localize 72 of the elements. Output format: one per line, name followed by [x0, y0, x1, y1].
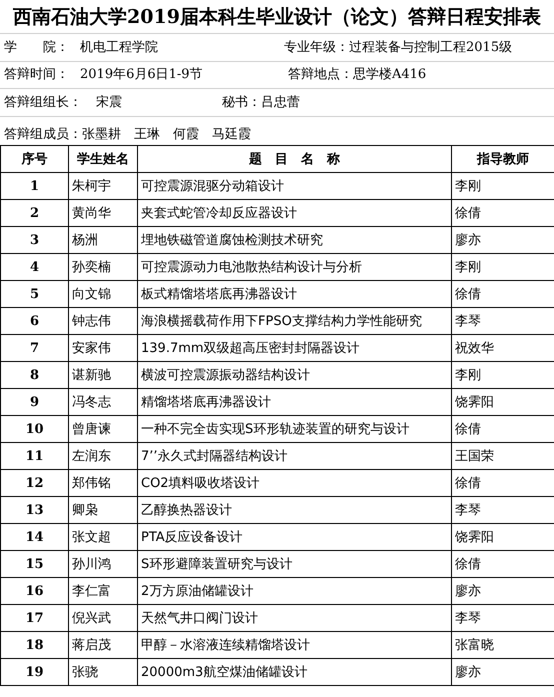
- student-name: 杨洲: [68, 226, 138, 254]
- column-header: 指导教师: [452, 146, 554, 172]
- table-title: 西南石油大学2019届本科生毕业设计（论文）答辩日程安排表: [12, 5, 542, 30]
- thesis-title: 2万方原油储罐设计: [138, 578, 452, 604]
- row-number: 2: [0, 200, 68, 226]
- field-label: 答辩时间：: [4, 67, 69, 83]
- student-name: 黄尚华: [68, 200, 138, 226]
- column-header: 序号: [0, 146, 68, 172]
- field-value: 宋震: [96, 95, 122, 111]
- row-number: 6: [0, 308, 68, 334]
- thesis-title: S环形避障装置研究与设计: [138, 550, 452, 578]
- row-number: 9: [0, 388, 68, 416]
- student-name: 郑伟铭: [68, 470, 138, 496]
- row-number: 16: [0, 578, 68, 604]
- student-name: 冯冬志: [68, 388, 138, 416]
- row-number: 12: [0, 470, 68, 496]
- student-name: 张文超: [68, 524, 138, 550]
- student-name: 蒋启茂: [68, 632, 138, 658]
- thesis-title: 精馏塔塔底再沸器设计: [138, 388, 452, 416]
- student-name: 安家伟: [68, 334, 138, 362]
- thesis-title: 7’’永久式封隔器结构设计: [138, 442, 452, 470]
- row-number: 11: [0, 442, 68, 470]
- row-number: 3: [0, 226, 68, 254]
- thesis-title: CO2填料吸收塔设计: [138, 470, 452, 496]
- column-header: 学生姓名: [68, 146, 138, 172]
- student-name: 谌新驰: [68, 362, 138, 388]
- field-value: 机电工程学院: [80, 40, 158, 56]
- row-number: 19: [0, 658, 68, 686]
- row-number: 10: [0, 416, 68, 442]
- thesis-title: 乙醇换热器设计: [138, 496, 452, 524]
- student-name: 向文锦: [68, 280, 138, 308]
- row-number: 17: [0, 604, 68, 632]
- student-name: 钟志伟: [68, 308, 138, 334]
- student-name: 卿枭: [68, 496, 138, 524]
- thesis-title: 板式精馏塔塔底再沸器设计: [138, 280, 452, 308]
- row-number: 1: [0, 172, 68, 200]
- field-label: 答辩组组长：: [4, 95, 82, 111]
- thesis-title: 可控震源动力电池散热结构设计与分析: [138, 254, 452, 280]
- row-number: 18: [0, 632, 68, 658]
- student-name: 孙奕楠: [68, 254, 138, 280]
- student-name: 李仁富: [68, 578, 138, 604]
- thesis-title: 横波可控震源振动器结构设计: [138, 362, 452, 388]
- row-number: 13: [0, 496, 68, 524]
- info-text: 专业年级：过程装备与控制工程2015级: [284, 40, 512, 56]
- info-text: 答辩地点：思学楼A416: [288, 67, 426, 83]
- row-number: 14: [0, 524, 68, 550]
- thesis-title: 可控震源混驱分动箱设计: [138, 172, 452, 200]
- student-name: 张骁: [68, 658, 138, 686]
- thesis-title: 天然气井口阀门设计: [138, 604, 452, 632]
- row-number: 7: [0, 334, 68, 362]
- thesis-title: 夹套式蛇管冷却反应器设计: [138, 200, 452, 226]
- thesis-title: 埋地铁磁管道腐蚀检测技术研究: [138, 226, 452, 254]
- row-number: 15: [0, 550, 68, 578]
- row-number: 4: [0, 254, 68, 280]
- column-header: 题 目 名 称: [138, 146, 452, 172]
- thesis-title: 一种不完全齿实现S环形轨迹装置的研究与设计: [138, 416, 452, 442]
- field-value: 2019年6月6日1-9节: [80, 67, 203, 83]
- info-text: 秘书：吕忠蕾: [222, 95, 300, 111]
- thesis-title: 甲醇－水溶液连续精馏塔设计: [138, 632, 452, 658]
- row-number: 8: [0, 362, 68, 388]
- thesis-title: PTA反应设备设计: [138, 524, 452, 550]
- student-name: 孙川鸿: [68, 550, 138, 578]
- student-name: 曾唐谏: [68, 416, 138, 442]
- thesis-title: 海浪横摇载荷作用下FPSO支撑结构力学性能研究: [138, 308, 452, 334]
- student-name: 左润东: [68, 442, 138, 470]
- student-name: 倪兴武: [68, 604, 138, 632]
- row-number: 5: [0, 280, 68, 308]
- info-text: 答辩组成员：张墨耕 王琳 何霞 马廷霞: [4, 127, 251, 143]
- field-label: 学 院：: [4, 40, 69, 56]
- thesis-title: 20000m3航空煤油储罐设计: [138, 658, 452, 686]
- student-name: 朱柯宇: [68, 172, 138, 200]
- thesis-title: 139.7mm双级超高压密封封隔器设计: [138, 334, 452, 362]
